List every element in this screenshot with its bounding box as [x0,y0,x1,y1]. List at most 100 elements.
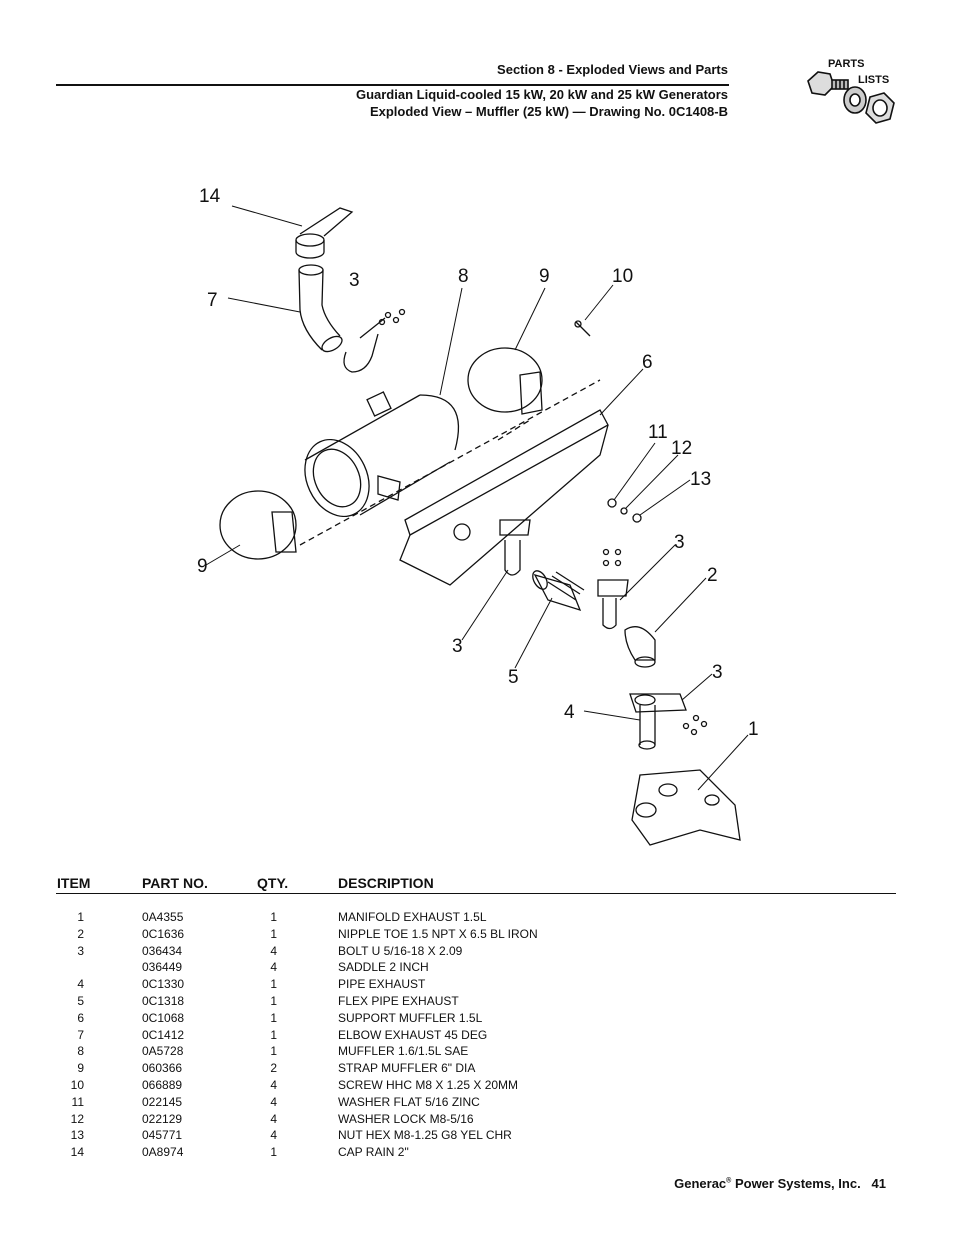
cell-description: ELBOW EXHAUST 45 DEG [338,1027,488,1042]
flex-pipe [532,570,585,612]
table-row: 9 060366 2 STRAP MUFFLER 6" DIA [56,1061,896,1078]
cell-item: 6 [77,1010,84,1025]
cell-part-no: 036449 [142,960,183,975]
elbow-exhaust [298,264,343,353]
cell-description: SADDLE 2 INCH [338,960,429,975]
cell-part-no: 022145 [142,1094,183,1109]
cell-part-no: 060366 [142,1061,183,1076]
parts-lists-logo: PARTS LISTS [807,58,895,124]
cell-description: BOLT U 5/16-18 X 2.09 [338,943,463,958]
callout-13: 13 [690,469,712,490]
callout-10: 10 [612,266,634,287]
cell-item: 14 [70,1145,84,1160]
section-heading: Section 8 - Exploded Views and Parts [497,62,728,77]
nut-bolt-washer-icon [807,71,895,124]
cell-description: FLEX PIPE EXHAUST [338,993,459,1008]
cell-qty: 4 [270,943,277,958]
cell-description: MUFFLER 1.6/1.5L SAE [338,1044,469,1059]
cell-qty: 1 [270,1044,277,1059]
cell-qty: 4 [270,960,277,975]
cell-qty: 1 [270,926,277,941]
cell-qty: 1 [270,1145,277,1160]
washers-and-nut [607,498,642,523]
cell-qty: 4 [270,1128,277,1143]
callout-2: 2 [707,565,718,586]
document-title: Guardian Liquid-cooled 15 kW, 20 kW and … [355,87,728,102]
muffler-strap-lower [219,490,297,560]
callout-3-bottom: 3 [712,662,723,683]
u-bolt-lower [597,548,629,630]
cell-item: 5 [77,993,84,1008]
cell-description: SUPPORT MUFFLER 1.5L [338,1010,483,1025]
callout-7: 7 [207,290,218,311]
cell-part-no: 0C1068 [142,1010,185,1025]
callout-14: 14 [199,186,221,207]
cell-description: MANIFOLD EXHAUST 1.5L [338,910,487,924]
registered-mark: ® [726,1177,732,1185]
manifold-exhaust [631,769,741,846]
callout-3-right: 3 [674,532,685,553]
page-footer: Generac® Power Systems, Inc. 41 [674,1176,886,1191]
cell-part-no: 0C1330 [142,977,185,992]
column-header-part-no: PART NO. [142,875,208,891]
muffler [304,391,460,518]
cell-part-no: 066889 [142,1077,183,1092]
cell-item: 9 [77,1061,84,1076]
callout-5: 5 [508,667,519,688]
cell-qty: 1 [270,1010,277,1025]
cell-item: 7 [77,1027,84,1042]
cell-part-no: 0C1412 [142,1027,185,1042]
page-number: 41 [871,1176,886,1191]
cell-item: 11 [71,1094,84,1109]
u-bolt-bottom [629,693,708,736]
cell-description: WASHER FLAT 5/16 ZINC [338,1094,480,1109]
cell-part-no: 0A8974 [142,1145,184,1160]
rain-cap [295,207,354,259]
column-header-qty: QTY. [257,875,289,891]
table-row: 11 022145 4 WASHER FLAT 5/16 ZINC [56,1095,896,1112]
cell-description: NIPPLE TOE 1.5 NPT X 6.5 BL IRON [338,926,538,941]
cell-description: STRAP MUFFLER 6" DIA [338,1061,476,1076]
cell-qty: 2 [270,1061,277,1076]
column-header-description: DESCRIPTION [338,875,434,891]
callout-12: 12 [671,438,693,459]
cell-item: 12 [70,1111,84,1126]
header-divider [56,84,729,86]
cell-qty: 4 [270,1094,277,1109]
cell-part-no: 0C1636 [142,926,185,941]
table-row: 7 0C1412 1 ELBOW EXHAUST 45 DEG [56,1028,896,1045]
logo-text-parts: PARTS [828,58,864,70]
parts-table-header: ITEM PART NO. QTY. DESCRIPTION [56,874,896,894]
column-header-item: ITEM [57,875,91,891]
callout-9: 9 [539,266,550,287]
callout-4: 4 [564,702,575,723]
cell-description: WASHER LOCK M8-5/16 [338,1111,474,1126]
cell-description: NUT HEX M8-1.25 G8 YEL CHR [338,1128,512,1143]
support-muffler [299,379,609,586]
callout-9-lower: 9 [197,556,208,577]
u-bolt-middle [499,519,531,576]
cell-description: SCREW HHC M8 X 1.25 X 20MM [338,1077,519,1092]
table-row: 036449 4 SADDLE 2 INCH [56,960,896,977]
table-row: 6 0C1068 1 SUPPORT MUFFLER 1.5L [56,1011,896,1028]
logo-text-lists: LISTS [858,74,889,86]
table-row: 2 0C1636 1 NIPPLE TOE 1.5 NPT X 6.5 BL IRON [56,927,896,944]
cell-part-no: 0C1318 [142,993,185,1008]
cell-description: CAP RAIN 2" [338,1145,409,1160]
cell-description: PIPE EXHAUST [338,977,426,992]
cell-item: 10 [70,1077,84,1092]
cell-part-no: 0A5728 [142,1044,184,1059]
cell-item: 3 [77,943,84,958]
cell-item: 2 [77,926,84,941]
callout-11: 11 [648,422,668,443]
cell-item: 1 [77,910,84,924]
exploded-view-diagram [205,205,749,846]
cell-qty: 1 [270,1027,277,1042]
callout-3: 3 [349,270,360,291]
cell-item: 4 [77,977,84,992]
